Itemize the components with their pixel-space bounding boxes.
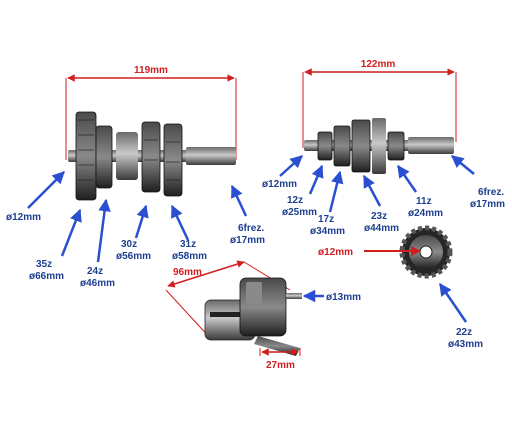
arrow-12z [308,164,324,195]
gear-17z [333,125,351,167]
single-gear-bore [419,245,433,259]
gear-12z-diameter: ø25mm [282,207,317,218]
left-end-diameter: ø12mm [6,212,41,223]
arrow-35z [60,208,82,257]
gear-31z [163,123,183,197]
arrow-30z [134,204,149,239]
right-spline-diameter: ø17mm [470,199,505,210]
right-shaft-spline [408,137,454,154]
gear-17z-diameter: ø34mm [310,226,345,237]
shift-drum-groove [210,312,250,317]
gear-23z [351,119,371,173]
arrow-23z [362,174,382,207]
right-shaft-assembly: 122mm ø12mm 12z ø25mm 17z ø34mm 23z ø44m… [262,59,505,237]
single-gear-teeth: 22z [456,327,472,338]
gear-31z-teeth: 31z [180,239,196,250]
gear-30z-diameter: ø56mm [116,251,151,262]
arrow-right-end [279,155,303,177]
right-spline-teeth: 6frez. [478,187,504,198]
shift-drum-top [246,282,262,304]
gear-23z-teeth: 23z [371,211,387,222]
right-shaft-collar [372,118,386,174]
single-gear-group: ø12mm 22z ø43mm [318,225,483,350]
gear-24z-diameter: ø46mm [80,278,115,289]
left-spline-teeth: 6frez. [238,223,264,234]
arrow-left-end [27,171,65,209]
gear-35z-teeth: 35z [36,259,52,270]
gear-24z [95,125,113,189]
arrow-17z [328,170,344,213]
drum-dim-ext-left [165,289,213,341]
shift-drum-group: 96mm ø13mm 27mm [165,260,361,371]
left-spline-diameter: ø17mm [230,235,265,246]
right-end-diameter: ø12mm [262,179,297,190]
arrow-24z [96,198,111,263]
shift-fork [254,336,300,356]
gear-30z-teeth: 30z [121,239,137,250]
gear-35z [75,111,97,201]
gear-11z-teeth: 11z [416,196,432,207]
gear-31z-diameter: ø58mm [172,251,207,262]
gear-35z-diameter: ø66mm [29,271,64,282]
gear-24z-teeth: 24z [87,266,103,277]
left-shaft-assembly: 119mm ø12mm 35z ø66mm 24z [6,65,265,289]
left-shaft-sleeve [116,132,138,180]
drum-shaft-label: ø13mm [326,292,361,303]
gear-12z-teeth: 12z [287,195,303,206]
right-shaft-length-label: 122mm [361,59,396,70]
gear-11z-diameter: ø24mm [408,208,443,219]
arrow-right-spline [451,155,475,175]
arrow-11z [396,164,418,193]
drum-length-dim [167,260,245,288]
drum-width-label: 27mm [266,360,295,371]
gear-17z-teeth: 17z [318,214,334,225]
left-shaft-length-label: 119mm [134,65,168,76]
drum-length-label: 96mm [173,267,202,278]
gear-11z [387,131,405,161]
arrow-left-spline [230,184,248,217]
arrow-22z [438,282,468,323]
left-shaft-spline [186,147,236,165]
single-gear-diameter: ø43mm [448,339,483,350]
shift-drum-shaft [286,293,302,299]
arrow-31z [170,204,190,241]
gear-30z [141,121,161,193]
gear-12z [317,131,333,161]
single-gear-bore-label: ø12mm [318,247,353,258]
gear-23z-diameter: ø44mm [364,223,399,234]
